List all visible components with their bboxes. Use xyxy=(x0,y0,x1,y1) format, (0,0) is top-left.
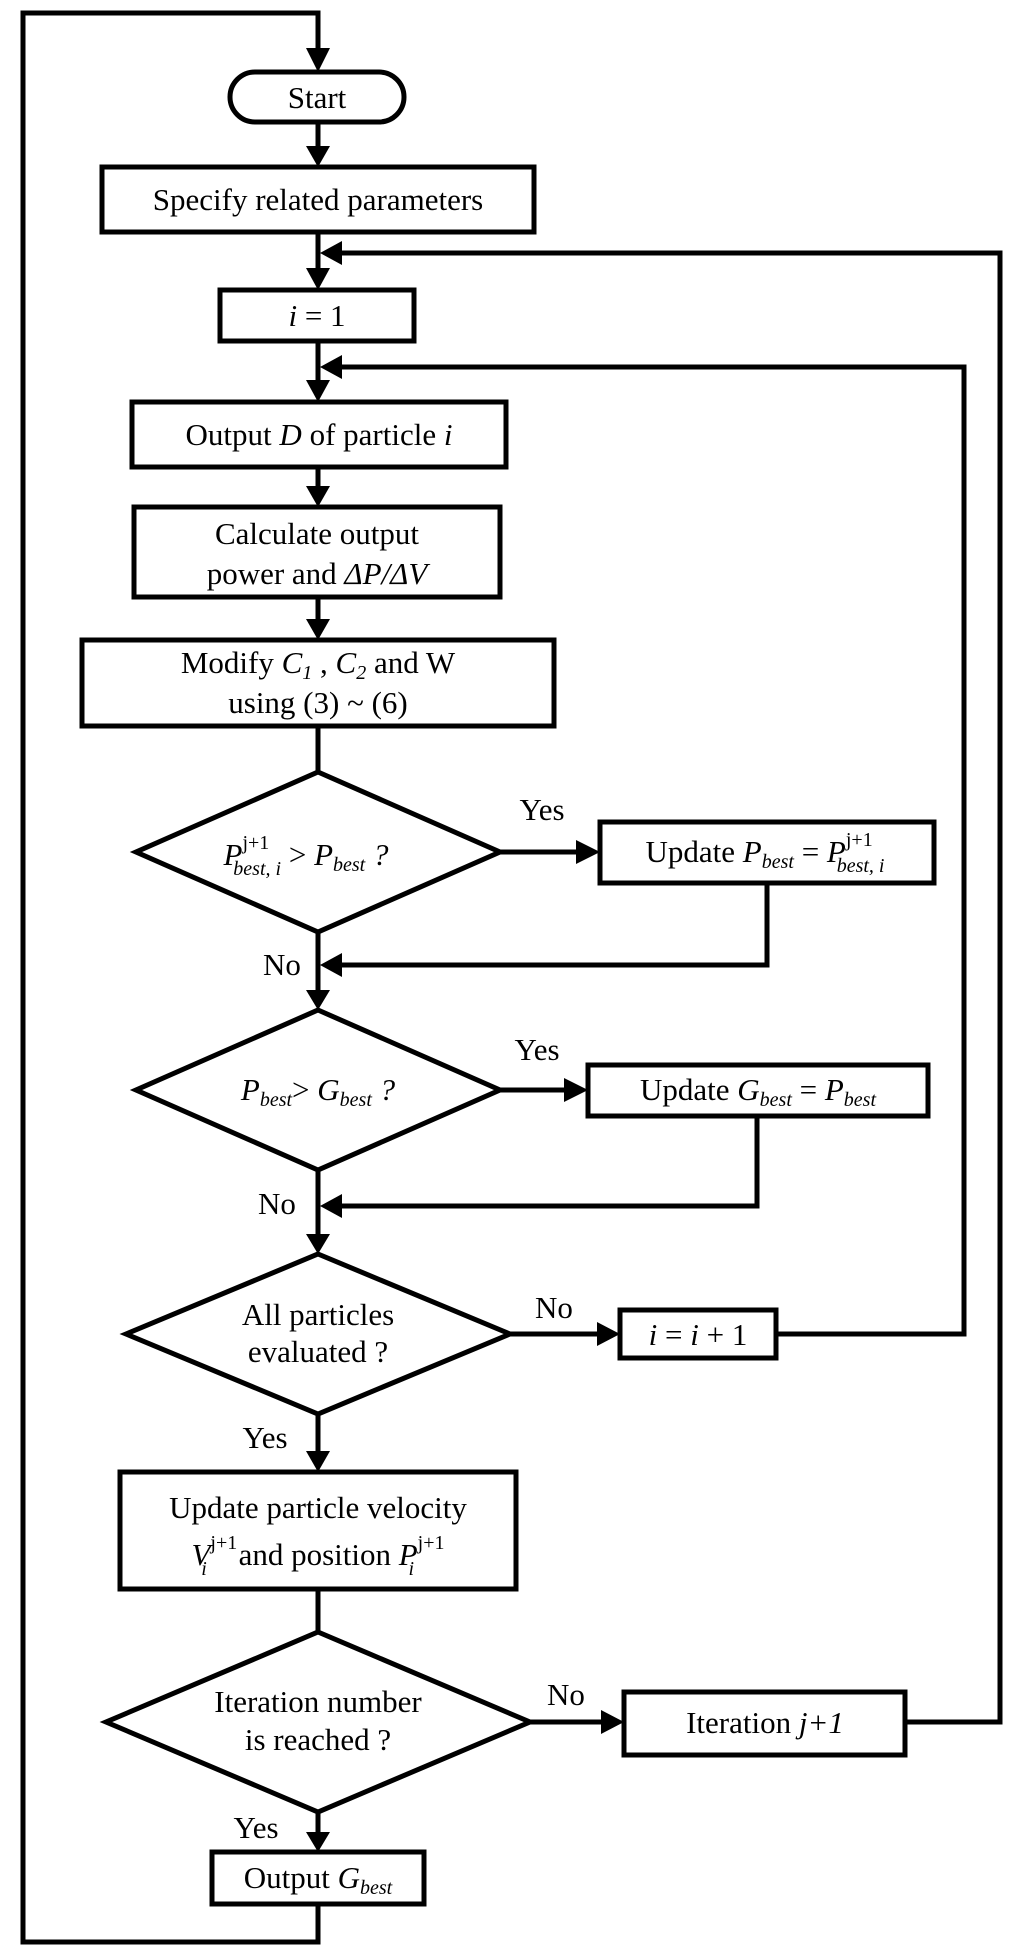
decision3-yes-label: Yes xyxy=(242,1420,287,1455)
decision1-yes-label: Yes xyxy=(519,792,564,827)
arrow-head xyxy=(597,1322,620,1346)
arrow-head xyxy=(320,241,342,265)
decision3-no-label: No xyxy=(535,1290,573,1325)
arrow-head xyxy=(306,1451,330,1472)
modify-label-line2: using (3) ~ (6) xyxy=(228,685,408,720)
decision4-yes-label: Yes xyxy=(233,1810,278,1845)
init-i-label: i = 1 xyxy=(288,298,345,333)
decision-iteration-node: Iteration number is reached ? xyxy=(99,1629,537,1815)
calculate-label-line2: power and ΔP/ΔV xyxy=(207,556,431,591)
decision-gbest-label: Pbest> Gbest ? xyxy=(240,1072,396,1111)
output-gbest-node: Output Gbest xyxy=(209,1849,427,1907)
arrow-head xyxy=(306,1234,330,1254)
arrow-head xyxy=(564,1078,588,1102)
arrow-head xyxy=(306,380,330,402)
specify-label: Specify related parameters xyxy=(153,182,484,217)
decision3-label-line2: evaluated ? xyxy=(248,1334,388,1369)
decision-gbest-node: Pbest> Gbest ? xyxy=(129,1007,507,1173)
specify-parameters-node: Specify related parameters xyxy=(99,164,537,235)
arrow-head xyxy=(306,146,330,167)
update-velocity-line1: Update particle velocity xyxy=(169,1490,467,1525)
init-i-node: i = 1 xyxy=(217,287,417,344)
calculate-label-line1: Calculate output xyxy=(215,516,419,551)
update-gbest-merge-line xyxy=(338,1116,760,1209)
iteration-feedback-line xyxy=(338,250,1003,1725)
decision4-label-line1: Iteration number xyxy=(214,1684,422,1719)
arrow-to-start xyxy=(306,48,330,72)
increment-feedback-line xyxy=(338,364,967,1337)
arrow-head xyxy=(320,953,342,977)
arrow-head xyxy=(306,1832,330,1852)
arrow-head xyxy=(320,1194,342,1218)
calculate-power-node: Calculate output power and ΔP/ΔV xyxy=(131,504,503,600)
arrow-head xyxy=(320,355,342,379)
update-gbest-node: Update Gbest = Pbest xyxy=(585,1062,931,1119)
increment-i-label: i = i + 1 xyxy=(649,1317,748,1352)
arrow-head xyxy=(306,619,330,640)
modify-coefficients-node: Modify C1 , C2 and W using (3) ~ (6) xyxy=(79,637,557,729)
arrow-head xyxy=(576,840,600,864)
start-node: Start xyxy=(227,69,407,125)
decision4-label-line2: is reached ? xyxy=(245,1722,391,1757)
decision3-label-line1: All particles xyxy=(242,1297,394,1332)
output-d-label: Output D of particle i xyxy=(186,417,453,452)
loop-back-line xyxy=(20,10,321,1945)
decision2-yes-label: Yes xyxy=(514,1032,559,1067)
decision2-no-label: No xyxy=(258,1186,296,1221)
iteration-node: Iteration j+1 xyxy=(621,1689,908,1758)
output-gbest-label: Output Gbest xyxy=(244,1860,393,1899)
increment-i-node: i = i + 1 xyxy=(617,1307,779,1361)
arrow-head xyxy=(306,486,330,507)
iteration-label: Iteration j+1 xyxy=(686,1705,844,1740)
arrow-head xyxy=(306,990,330,1010)
arrow-head xyxy=(601,1710,624,1734)
arrow-head xyxy=(306,268,330,290)
decision4-no-label: No xyxy=(547,1677,585,1712)
start-label: Start xyxy=(288,80,347,115)
decision1-no-label: No xyxy=(263,947,301,982)
update-pbest-merge-line xyxy=(338,883,770,968)
connectors xyxy=(20,10,1003,1945)
output-d-node: Output D of particle i xyxy=(129,399,509,470)
update-gbest-label: Update Gbest = Pbest xyxy=(640,1072,876,1111)
modify-label-line1: Modify C1 , C2 and W xyxy=(181,645,456,684)
decision-all-evaluated-node: All particles evaluated ? xyxy=(119,1251,517,1417)
